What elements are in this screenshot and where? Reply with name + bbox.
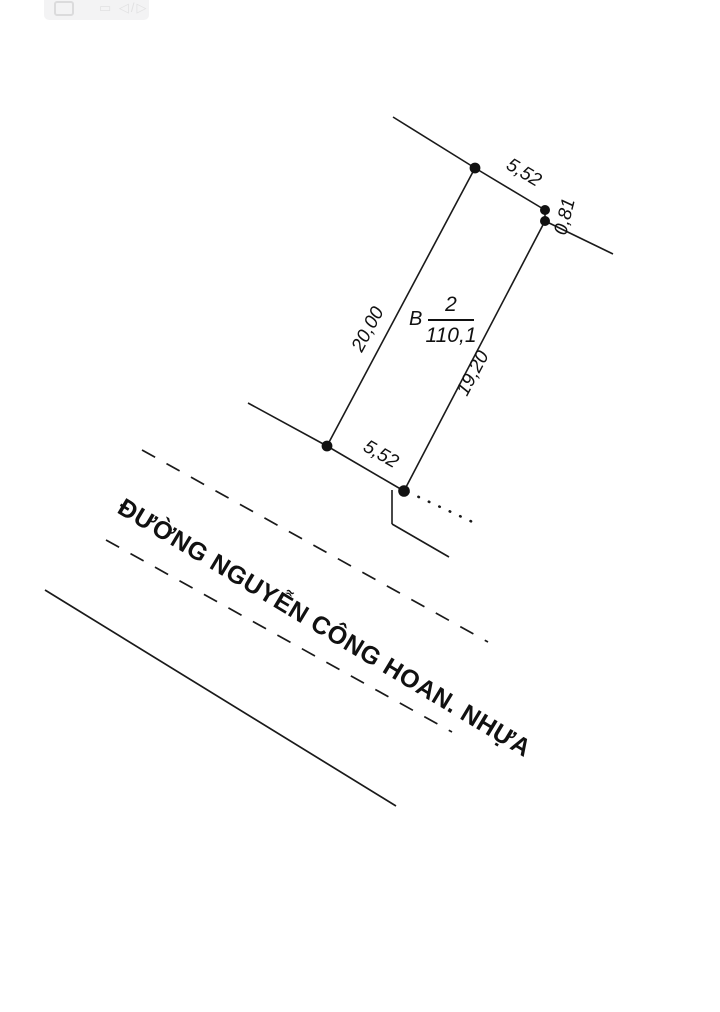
parcel-letter: B: [409, 308, 422, 330]
street-name-label: ĐƯỜNG NGUYỄN CÔNG HOAN. NHỰA: [113, 491, 537, 762]
lower-boundary-line-left: [247, 402, 328, 447]
parcel-number: 2: [444, 293, 457, 316]
parcel-lower-extension: [391, 523, 450, 558]
parcel-edge-top: [474, 167, 546, 211]
parcel-area: 110,1: [426, 324, 477, 347]
parcel-edge-bottom: [326, 445, 405, 492]
road-edge-dashed-upper: [141, 449, 489, 643]
dimension-label-bottom: 5,52: [360, 436, 403, 473]
vertex-dot-bottom-left: [321, 440, 333, 452]
road-edge-dashed-lower: [105, 539, 453, 733]
parcel-edge-left: [326, 167, 476, 447]
upper-boundary-line-right: [544, 220, 614, 255]
road-edge-solid-line: [44, 589, 397, 807]
vertex-dot-top-left: [469, 162, 481, 174]
partial-toolbar: ▭ ◁/▷: [44, 0, 149, 20]
upper-boundary-line-left: [392, 116, 476, 169]
vertex-dot-bottom-right: [398, 485, 410, 497]
parcel-edge-right: [403, 220, 546, 492]
dimension-label-top-right-short: 0,81: [550, 196, 579, 237]
boundary-dotted-line: [406, 490, 481, 527]
vertex-dot-top-right-upper: [540, 205, 550, 215]
vertex-dot-top-right-lower: [540, 216, 550, 226]
dimension-label-top: 5,52: [502, 154, 545, 191]
partial-toolbar-icon: [54, 1, 74, 16]
dimension-label-left: 20,00: [347, 303, 389, 356]
dimension-label-right: 19,20: [453, 347, 494, 399]
partial-toolbar-glyph: ▭ ◁/▷: [99, 0, 149, 15]
